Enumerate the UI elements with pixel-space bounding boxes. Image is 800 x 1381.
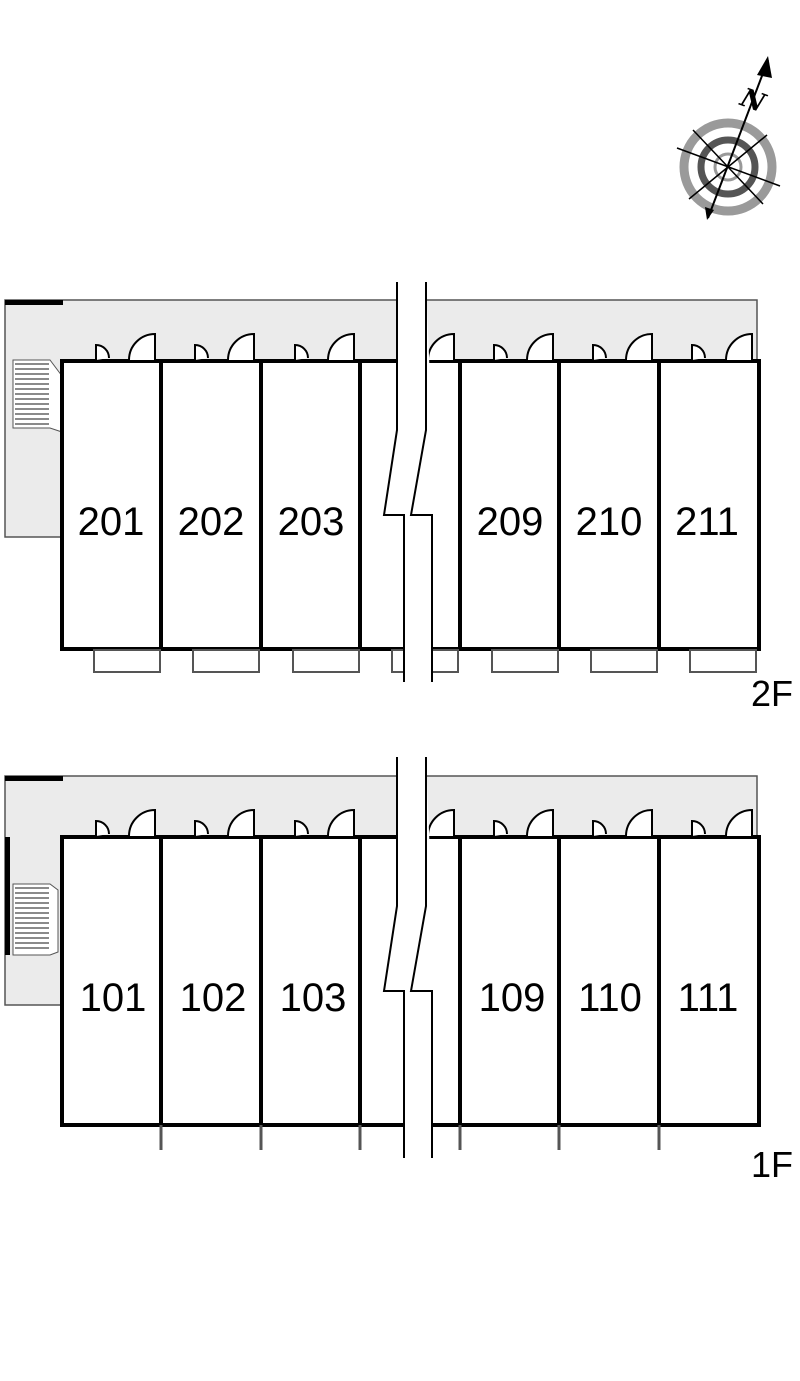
floor-1-plan bbox=[4, 757, 761, 1158]
unit-label: 109 bbox=[479, 976, 546, 1020]
compass-rose-icon: N bbox=[676, 56, 781, 220]
unit-labels-1f: 101 102 103 109 110 111 1F bbox=[80, 976, 793, 1185]
floor-2-plan bbox=[4, 282, 761, 682]
unit-label: 101 bbox=[80, 976, 147, 1020]
unit-label: 210 bbox=[576, 500, 643, 544]
stairs-icon bbox=[12, 359, 63, 433]
unit-label: 111 bbox=[678, 976, 739, 1020]
unit-label: 103 bbox=[280, 976, 347, 1020]
stairs-icon bbox=[12, 883, 59, 956]
break-line bbox=[382, 757, 433, 1158]
break-line bbox=[382, 282, 433, 682]
unit-label: 201 bbox=[78, 500, 145, 544]
unit-labels-2f: 201 202 203 209 210 211 2F bbox=[78, 500, 793, 714]
floor-label: 2F bbox=[751, 673, 793, 714]
unit-label: 110 bbox=[578, 976, 642, 1020]
unit-label: 203 bbox=[278, 500, 345, 544]
unit-label: 102 bbox=[180, 976, 247, 1020]
unit-label: 202 bbox=[178, 500, 245, 544]
unit-label: 209 bbox=[477, 500, 544, 544]
unit-label: 211 bbox=[675, 500, 739, 544]
north-label: N bbox=[735, 82, 770, 119]
floor-label: 1F bbox=[751, 1144, 793, 1185]
